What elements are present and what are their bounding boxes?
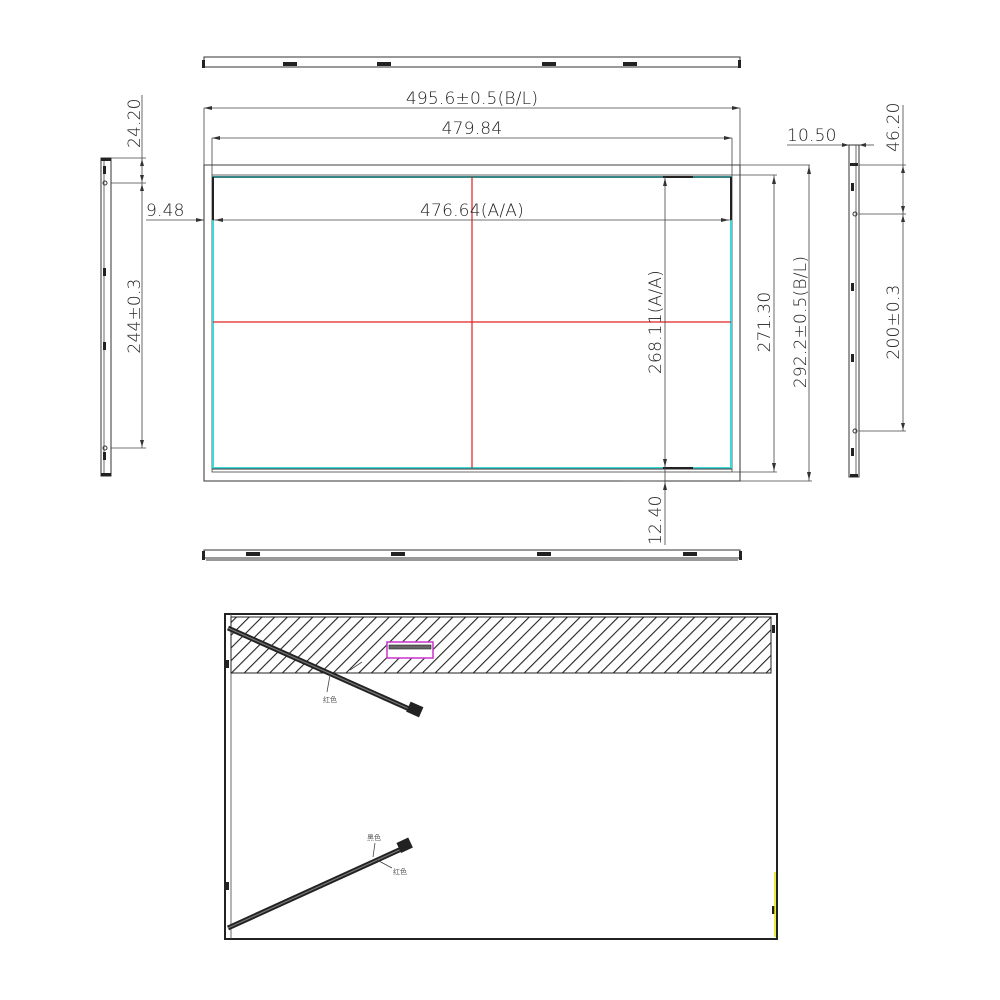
bezel-width-dimension: 495.6±0.5(B/L) — [406, 89, 538, 109]
bottom-offset-dimension: 12.40 — [646, 495, 666, 545]
bottom-cable-label-black: 黑色 — [367, 833, 381, 842]
top-side-view — [202, 56, 741, 68]
right-thickness-dimension: 10.50 — [787, 126, 837, 146]
rear-view: 红色 黑色 红色 — [224, 613, 778, 940]
bezel-height-dimension: 292.2±0.5(B/L) — [791, 256, 811, 388]
outline-width-dimension: 479.84 — [442, 119, 503, 139]
mounting-tab — [377, 62, 391, 66]
mounting-tab — [246, 552, 260, 556]
bottom-cable-connector — [396, 837, 413, 853]
left-hole-pitch-dimension: 244±0.3 — [125, 278, 145, 353]
top-cable-label: 红色 — [323, 695, 337, 704]
left-offset-dimension: 9.48 — [146, 201, 185, 221]
pcb-hatched-area — [230, 616, 772, 674]
mounting-tab — [283, 62, 297, 66]
right-side-view: 10.50 46.20 200±0.3 — [787, 102, 906, 478]
active-height-dimension: 268.11(A/A) — [646, 270, 666, 374]
connector-highlight-box — [386, 641, 434, 659]
right-top-offset-dimension: 46.20 — [884, 102, 904, 152]
outline-height-dimension: 271.30 — [755, 292, 775, 353]
mounting-tab — [391, 552, 405, 556]
left-side-view: 24.20 244±0.3 — [100, 95, 146, 477]
left-top-offset-dimension: 24.20 — [125, 98, 145, 148]
front-view: 495.6±0.5(B/L) 479.84 476.64(A/A) 9.48 2… — [146, 89, 812, 545]
right-hole-pitch-dimension: 200±0.3 — [884, 284, 904, 359]
mounting-tab — [683, 552, 697, 556]
top-cable-connector — [406, 701, 424, 718]
active-width-dimension: 476.64(A/A) — [420, 201, 524, 221]
mounting-tab — [623, 62, 637, 66]
bottom-side-view — [202, 549, 742, 561]
mounting-tab — [542, 62, 556, 66]
bottom-cable-label-red: 红色 — [393, 867, 407, 876]
mounting-tab — [537, 552, 551, 556]
rear-outline — [224, 613, 778, 940]
